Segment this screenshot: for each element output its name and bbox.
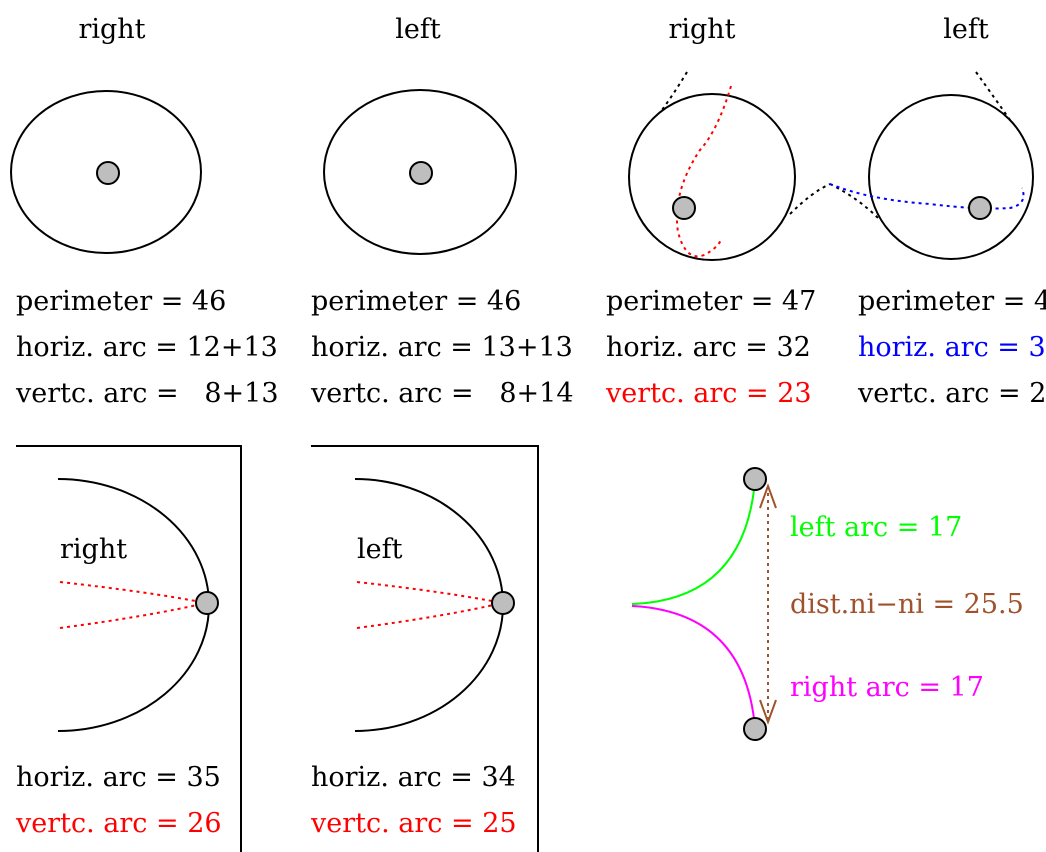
breast-profile — [57, 478, 210, 732]
breast-outline — [323, 89, 517, 255]
vertical-arc-path — [675, 85, 732, 258]
perimeter-label: perimeter = 46 — [16, 286, 226, 317]
nipple-marker — [96, 161, 120, 185]
panel-inter-nipple: left arc = 17 dist.ni−ni = 25.5 right ar… — [631, 467, 1024, 741]
nipple-marker-top — [743, 467, 767, 491]
vertical-arc-path — [356, 602, 503, 629]
panel-title: right — [78, 14, 145, 45]
panel-frame — [311, 445, 539, 852]
horiz-arc-label: horiz. arc = 32 — [606, 332, 811, 363]
panel-side-left: left horiz. arc = 34 vertc. arc = 25 — [310, 445, 539, 852]
vertc-arc-label: vertc. arc = 26 — [15, 808, 222, 839]
nipple-marker-bottom — [743, 717, 767, 741]
nipple-marker — [195, 591, 219, 615]
panel-front-left: left perimeter = 46 horiz. arc = 13+13 v… — [310, 14, 574, 409]
horiz-arc-label: horiz. arc = 34 — [311, 762, 516, 793]
left-arc-label: left arc = 17 — [790, 512, 962, 543]
perimeter-label: perimeter = 46 — [858, 286, 1046, 317]
vertc-arc-label: vertc. arc = 25 — [310, 808, 517, 839]
perimeter-label: perimeter = 46 — [311, 286, 521, 317]
vertc-arc-label: vertc. arc = 22 — [857, 378, 1046, 409]
panel-front-right: right perimeter = 46 horiz. arc = 12+13 … — [10, 14, 279, 409]
body-contour — [829, 183, 879, 219]
nipple-marker — [968, 196, 992, 220]
panel-frame — [16, 445, 242, 852]
perimeter-label: perimeter = 47 — [606, 286, 816, 317]
nipple-marker — [672, 196, 696, 220]
right-arc-curve — [631, 605, 756, 729]
distance-arrowhead-bottom — [759, 699, 777, 725]
vertical-arc-path — [356, 581, 503, 604]
nipple-marker — [409, 161, 433, 185]
breast-outline — [868, 94, 1034, 260]
breast-profile — [354, 478, 504, 732]
panel-circle-left: left perimeter = 46 horiz. arc = 32 vert… — [829, 14, 1046, 409]
body-contour — [661, 71, 688, 111]
vertical-arc-path — [59, 581, 207, 604]
vertical-arc-path — [59, 602, 207, 629]
distance-arrowhead-top — [759, 483, 777, 509]
nipple-marker — [491, 591, 515, 615]
horiz-arc-label: horiz. arc = 35 — [16, 762, 221, 793]
panel-title: left — [395, 14, 441, 45]
vertc-arc-label: vertc. arc = 8+13 — [15, 378, 279, 409]
horiz-arc-label: horiz. arc = 32 — [858, 332, 1046, 363]
panel-title: right — [668, 14, 735, 45]
panel-circle-right: right perimeter = 47 horiz. arc = 32 ver… — [605, 14, 831, 409]
body-contour — [975, 71, 1011, 121]
body-contour — [789, 183, 831, 215]
breast-outline — [628, 93, 796, 261]
distance-label: dist.ni−ni = 25.5 — [790, 589, 1024, 620]
right-arc-label: right arc = 17 — [790, 672, 984, 703]
left-arc-curve — [631, 479, 756, 605]
horiz-arc-label: horiz. arc = 12+13 — [16, 332, 278, 363]
horiz-arc-label: horiz. arc = 13+13 — [311, 332, 573, 363]
panel-side-right: right horiz. arc = 35 vertc. arc = 26 — [15, 445, 242, 852]
panel-title: left — [357, 534, 403, 565]
vertc-arc-label: vertc. arc = 8+14 — [310, 378, 574, 409]
panel-title: right — [60, 534, 127, 565]
panel-title: left — [943, 14, 989, 45]
horizontal-arc-path — [829, 183, 1025, 210]
breast-outline — [10, 90, 202, 254]
vertc-arc-label: vertc. arc = 23 — [605, 378, 812, 409]
